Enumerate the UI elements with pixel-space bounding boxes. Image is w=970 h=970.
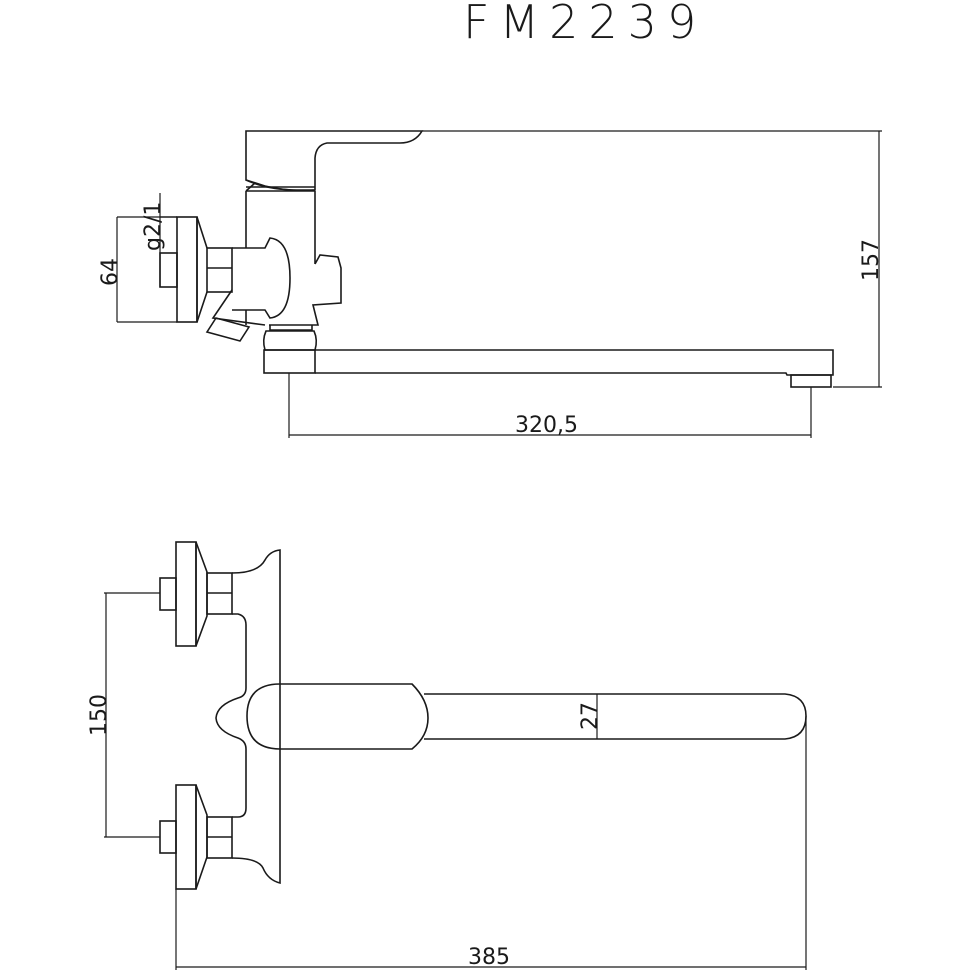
dim-eccentric-64: 64 (98, 258, 123, 286)
dim-thread-g1-2: g2/1 (141, 202, 166, 251)
mixer-body (245, 191, 342, 326)
aerator (790, 374, 832, 388)
spout-collar (263, 349, 316, 374)
side-view-dimensions: 157 320,5 64 g2/1 (98, 130, 884, 438)
top-view (159, 541, 807, 890)
spout-top (424, 693, 807, 740)
mixer-body-top (231, 549, 281, 885)
eccentric-nut (206, 247, 233, 293)
side-view (159, 130, 834, 388)
upper-flange (175, 541, 197, 647)
lever-handle (245, 130, 424, 192)
model-title: FM2239 (463, 0, 706, 49)
lower-flange (175, 784, 197, 890)
spout (315, 349, 834, 376)
dim-height-157: 157 (859, 239, 884, 281)
dim-spacing-150: 150 (87, 694, 112, 736)
top-view-dimensions: 150 27 385 (87, 592, 807, 970)
handle-top (246, 683, 429, 750)
dim-width-27: 27 (578, 702, 603, 730)
dim-reach-320-5: 320,5 (515, 413, 578, 438)
wall-flange (176, 216, 198, 323)
dim-length-385: 385 (468, 945, 510, 970)
